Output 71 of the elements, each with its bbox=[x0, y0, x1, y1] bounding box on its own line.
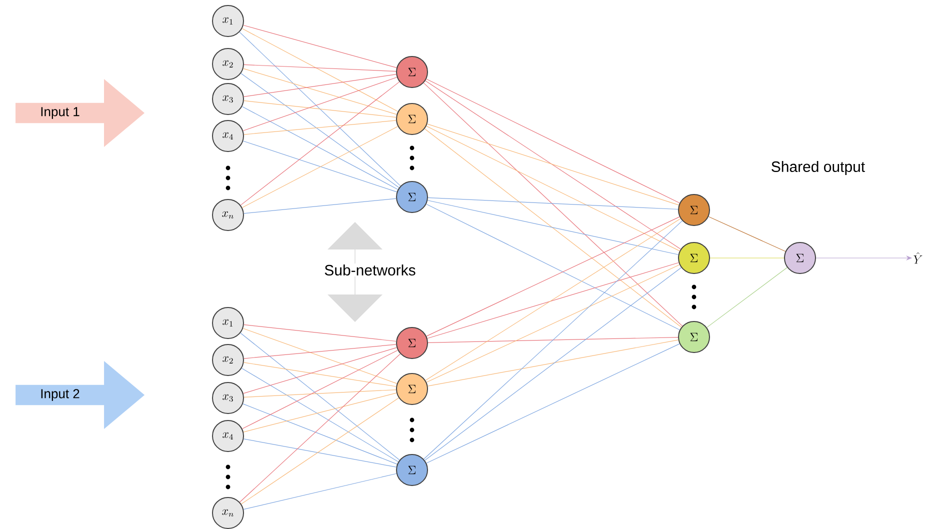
connection-line bbox=[244, 362, 396, 387]
connection-line bbox=[425, 80, 681, 250]
input-neuron: $x_n$ bbox=[212, 199, 244, 231]
connection-line bbox=[423, 220, 683, 460]
connection-line bbox=[239, 354, 401, 502]
connection-line bbox=[243, 392, 397, 432]
sum-neuron: $\Sigma$ bbox=[396, 181, 428, 213]
connection-line bbox=[243, 473, 397, 510]
connection-line bbox=[244, 344, 396, 359]
connection-line bbox=[244, 324, 396, 342]
connection-line bbox=[425, 218, 681, 381]
sum-neuron: $\Sigma$ bbox=[678, 242, 710, 274]
connection-line bbox=[243, 68, 397, 115]
sum-neuron: $\Sigma$ bbox=[396, 56, 428, 88]
connection-line bbox=[427, 200, 679, 255]
sum-neuron: $\Sigma$ bbox=[396, 454, 428, 486]
text-label: Shared output bbox=[770, 160, 866, 176]
connection-line bbox=[706, 267, 788, 328]
sum-neuron: $\Sigma$ bbox=[396, 373, 428, 405]
connection-line bbox=[239, 32, 401, 186]
connection-line bbox=[244, 74, 396, 97]
sum-neuron: $\Sigma$ bbox=[396, 103, 428, 135]
connection-line bbox=[423, 82, 683, 326]
connection-line bbox=[241, 368, 399, 462]
connection-line bbox=[240, 398, 400, 504]
connection-line bbox=[240, 82, 400, 206]
sum-neuron: $\Sigma$ bbox=[784, 242, 816, 274]
connection-line bbox=[426, 78, 680, 204]
connection-line bbox=[244, 120, 396, 135]
connection-line bbox=[243, 438, 397, 468]
input-neuron: $x_1$ bbox=[212, 5, 244, 37]
connection-line bbox=[428, 337, 678, 343]
connection-line bbox=[242, 126, 398, 208]
connection-line bbox=[426, 344, 680, 464]
connection-line bbox=[426, 126, 680, 252]
connection-line bbox=[240, 332, 400, 460]
connection-line bbox=[242, 76, 398, 132]
connection-line bbox=[427, 262, 679, 339]
sum-neuron: $\Sigma$ bbox=[678, 194, 710, 226]
connection-line bbox=[424, 267, 682, 461]
input-neuron: $x_4$ bbox=[212, 120, 244, 152]
connection-line bbox=[243, 24, 397, 68]
input-neuron: $x_3$ bbox=[212, 382, 244, 414]
connection-line bbox=[426, 124, 680, 206]
connection-line bbox=[242, 350, 398, 430]
connection-line bbox=[424, 128, 682, 328]
sum-neuron: $\Sigma$ bbox=[396, 327, 428, 359]
connection-line bbox=[242, 404, 398, 464]
connection-line bbox=[240, 73, 400, 188]
output-symbol: $\hat{Y}$ bbox=[914, 252, 922, 264]
connection-line bbox=[708, 216, 786, 252]
connection-line bbox=[428, 197, 678, 210]
connection-line bbox=[244, 100, 396, 118]
input-neuron: $x_1$ bbox=[212, 307, 244, 339]
connection-line bbox=[244, 198, 396, 214]
connection-line bbox=[243, 347, 397, 394]
connection-line bbox=[244, 389, 396, 398]
input-neuron: $x_3$ bbox=[212, 83, 244, 115]
connection-line bbox=[242, 328, 398, 384]
text-label: Sub-networks bbox=[323, 263, 417, 276]
input-neuron: $x_2$ bbox=[212, 48, 244, 80]
input-neuron: $x_n$ bbox=[212, 497, 244, 529]
input-neuron: $x_4$ bbox=[212, 420, 244, 452]
connection-line bbox=[242, 106, 398, 190]
sum-neuron: $\Sigma$ bbox=[678, 321, 710, 353]
connection-line bbox=[427, 340, 679, 386]
connection-line bbox=[242, 28, 398, 112]
connection-line bbox=[426, 264, 680, 383]
connection-line bbox=[244, 64, 396, 72]
input-neuron: $x_2$ bbox=[212, 344, 244, 376]
connection-line bbox=[242, 140, 398, 192]
